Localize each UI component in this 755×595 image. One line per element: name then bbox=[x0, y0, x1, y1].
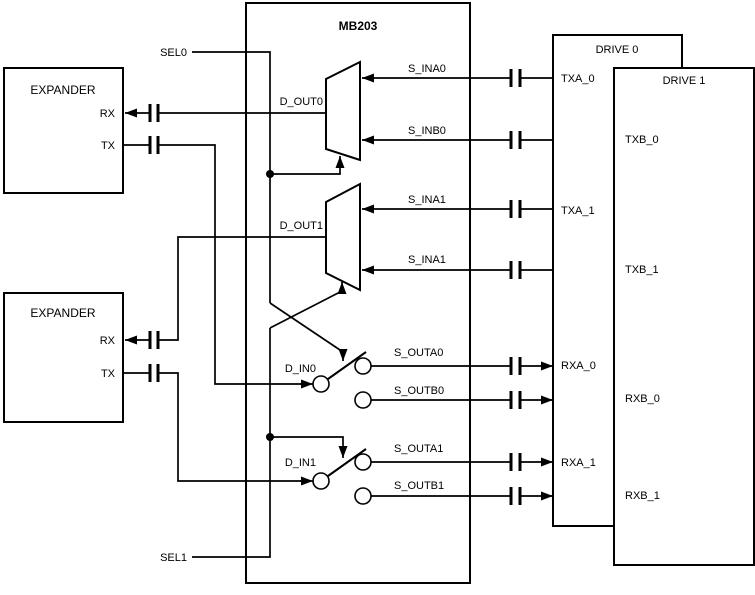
d-out1-net bbox=[125, 236, 326, 349]
capacitor-s-outa0 bbox=[509, 357, 522, 375]
capacitor-s-outb0 bbox=[509, 391, 522, 409]
d-in1-net bbox=[123, 364, 313, 486]
capacitor-rx-top bbox=[148, 104, 160, 122]
expander-bottom-tx-label: TX bbox=[101, 368, 116, 380]
drive0-title: DRIVE 0 bbox=[596, 44, 639, 56]
capacitor-s-ina1-lower bbox=[509, 261, 522, 279]
sel1-wire bbox=[192, 328, 271, 558]
d-in1-label: D_IN1 bbox=[285, 457, 316, 469]
expander-bottom-title: EXPANDER bbox=[30, 306, 95, 320]
switch1-control-arrow bbox=[270, 436, 348, 458]
d-in0-label: D_IN0 bbox=[285, 363, 316, 375]
switch0-throw-b-circle bbox=[354, 391, 372, 409]
capacitor-s-outb1 bbox=[509, 487, 522, 505]
rxb1-label: RXB_1 bbox=[625, 490, 660, 502]
s-outa1-label: S_OUTA1 bbox=[394, 443, 443, 455]
capacitor-tx-bottom bbox=[148, 364, 160, 382]
s-in-wires bbox=[362, 69, 553, 279]
d-out1-label: D_OUT1 bbox=[280, 220, 323, 232]
expander-top-rx-label: RX bbox=[100, 108, 116, 120]
sel1-label: SEL1 bbox=[160, 552, 187, 564]
capacitor-s-ina0 bbox=[509, 69, 522, 87]
mux1-select-arrow bbox=[269, 282, 347, 329]
s-ina1-lower-label: S_INA1 bbox=[408, 254, 446, 266]
sel0-net bbox=[192, 51, 348, 361]
sel1-net bbox=[192, 282, 348, 558]
switch0-pole-circle bbox=[312, 375, 330, 393]
rxa1-label: RXA_1 bbox=[561, 457, 596, 469]
s-inb0-label: S_INB0 bbox=[408, 125, 446, 137]
switch1-throw-a-circle bbox=[354, 453, 372, 471]
switch1-throw-b-circle bbox=[354, 487, 372, 505]
s-out-wires bbox=[371, 357, 553, 505]
rxa0-label: RXA_0 bbox=[561, 360, 596, 372]
expander-top-title: EXPANDER bbox=[30, 83, 95, 97]
s-outb1-label: S_OUTB1 bbox=[394, 480, 444, 492]
switch0-blade bbox=[327, 351, 367, 380]
s-ina0-label: S_INA0 bbox=[408, 63, 446, 75]
d-in0-net bbox=[123, 136, 313, 389]
switch0-control-arrow bbox=[269, 302, 348, 361]
capacitor-tx-top bbox=[148, 136, 160, 154]
expander-bottom-box bbox=[3, 292, 124, 423]
expander-bottom-rx-label: RX bbox=[100, 335, 116, 347]
d-out0-label: D_OUT0 bbox=[280, 96, 323, 108]
switch0-throw-a-circle bbox=[354, 357, 372, 375]
capacitor-s-ina1-upper bbox=[509, 200, 522, 218]
sel0-wire bbox=[192, 51, 271, 303]
mux0-select-arrow bbox=[270, 156, 345, 175]
mb203-title: MB203 bbox=[339, 19, 378, 33]
capacitor-s-inb0 bbox=[509, 131, 522, 149]
txb0-label: TXB_0 bbox=[625, 134, 659, 146]
capacitor-s-outa1 bbox=[509, 453, 522, 471]
s-outa0-label: S_OUTA0 bbox=[394, 347, 443, 359]
expander-top-tx-label: TX bbox=[101, 140, 116, 152]
switch1-pole-circle bbox=[312, 472, 330, 490]
d-out1-wire bbox=[158, 236, 326, 341]
drive1-box bbox=[613, 67, 755, 566]
mux1 bbox=[325, 182, 361, 292]
tx-bottom-wire-b bbox=[158, 372, 305, 482]
txb1-label: TXB_1 bbox=[625, 264, 659, 276]
s-outb0-label: S_OUTB0 bbox=[394, 385, 444, 397]
switch1-blade bbox=[327, 448, 367, 477]
mux0 bbox=[325, 60, 361, 162]
s-ina1-upper-label: S_INA1 bbox=[408, 194, 446, 206]
capacitor-rx-bottom bbox=[148, 331, 160, 349]
txa1-label: TXA_1 bbox=[561, 205, 595, 217]
tx-top-wire-b bbox=[158, 144, 305, 385]
d-out0-net bbox=[125, 104, 326, 122]
switch1 bbox=[312, 448, 372, 505]
txa0-label: TXA_0 bbox=[561, 73, 595, 85]
rxb0-label: RXB_0 bbox=[625, 393, 660, 405]
sel0-label: SEL0 bbox=[160, 47, 187, 59]
drive1-title: DRIVE 1 bbox=[663, 75, 706, 87]
switch0 bbox=[312, 351, 372, 409]
expander-top-box bbox=[3, 67, 124, 194]
